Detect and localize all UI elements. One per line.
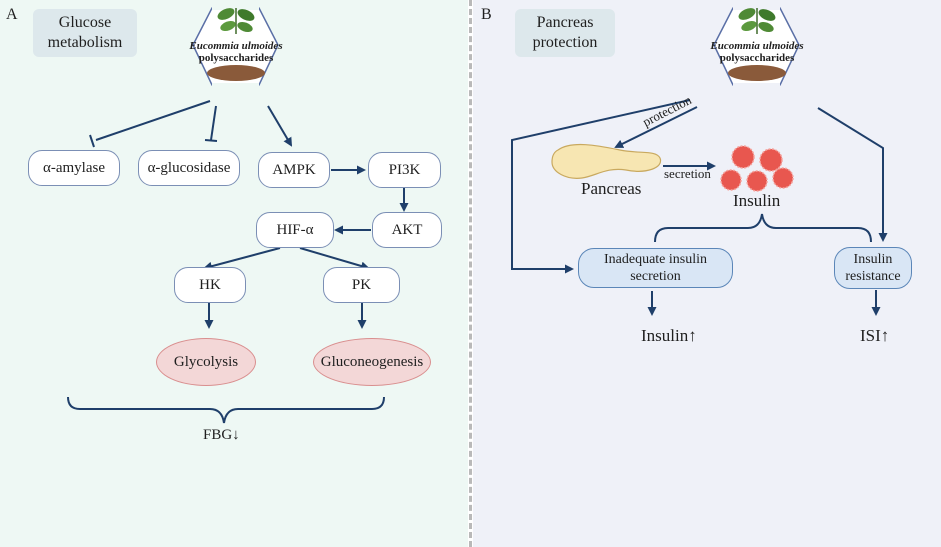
hexagon-b-label: Eucommia ulmoides polysaccharides <box>692 40 822 64</box>
panel-b-letter: B <box>481 6 492 23</box>
node-inadequate-insulin-secretion: Inadequate insulin secretion <box>578 248 733 288</box>
node-ampk: AMPK <box>258 152 330 188</box>
node-pk: PK <box>323 267 400 303</box>
inadequate-line1: Inadequate insulin <box>603 252 708 267</box>
node-alpha-glucosidase: α-glucosidase <box>138 150 240 186</box>
insulin-label: Insulin <box>733 191 781 210</box>
pancreas-label: Pancreas <box>581 179 642 198</box>
panel-a-arrows <box>67 100 409 424</box>
node-hk: HK <box>174 267 246 303</box>
plant-illustration-a <box>217 8 255 34</box>
panel-a-title-line2: metabolism <box>47 34 123 51</box>
powder-illustration-b <box>728 65 786 81</box>
hexagon-a <box>192 6 279 87</box>
panel-a-title: Glucose metabolism <box>33 9 137 57</box>
panel-b-title-line2: protection <box>532 34 598 51</box>
outcome-fbg: FBG↓ <box>203 427 240 443</box>
panel-b-title-line1: Pancreas <box>536 14 594 31</box>
outcome-insulin: Insulin↑ <box>641 326 697 345</box>
pancreas-illustration <box>551 143 662 179</box>
hexagon-a-label-line2: polysaccharides <box>198 52 274 64</box>
insulin-granules <box>720 145 794 192</box>
node-pi3k: PI3K <box>368 152 441 188</box>
node-hif: HIF-α <box>256 212 334 248</box>
resistance-line2: resistance <box>845 269 901 284</box>
hexagon-b-label-line1: Eucommia ulmoides <box>710 40 804 52</box>
resistance-line1: Insulin <box>853 252 893 267</box>
node-glycolysis: Glycolysis <box>156 338 256 386</box>
node-akt: AKT <box>372 212 442 248</box>
hexagon-b-label-line2: polysaccharides <box>719 52 795 64</box>
hexagon-a-label: Eucommia ulmoides polysaccharides <box>171 40 301 64</box>
powder-illustration-a <box>207 65 265 81</box>
outcome-isi: ISI↑ <box>860 326 890 345</box>
inadequate-line2: secretion <box>630 269 681 284</box>
panel-b-title: Pancreas protection <box>515 9 615 57</box>
panel-b-arrows <box>511 99 888 316</box>
node-gluconeogenesis: Gluconeogenesis <box>313 338 431 386</box>
panel-a-title-line1: Glucose <box>58 14 112 31</box>
node-alpha-amylase: α-amylase <box>28 150 120 186</box>
node-insulin-resistance: Insulin resistance <box>834 247 912 289</box>
secretion-label: secretion <box>664 166 711 181</box>
hexagon-a-label-line1: Eucommia ulmoides <box>189 40 283 52</box>
panel-divider <box>469 0 472 547</box>
plant-illustration-b <box>738 8 776 34</box>
panel-a-letter: A <box>6 6 18 23</box>
